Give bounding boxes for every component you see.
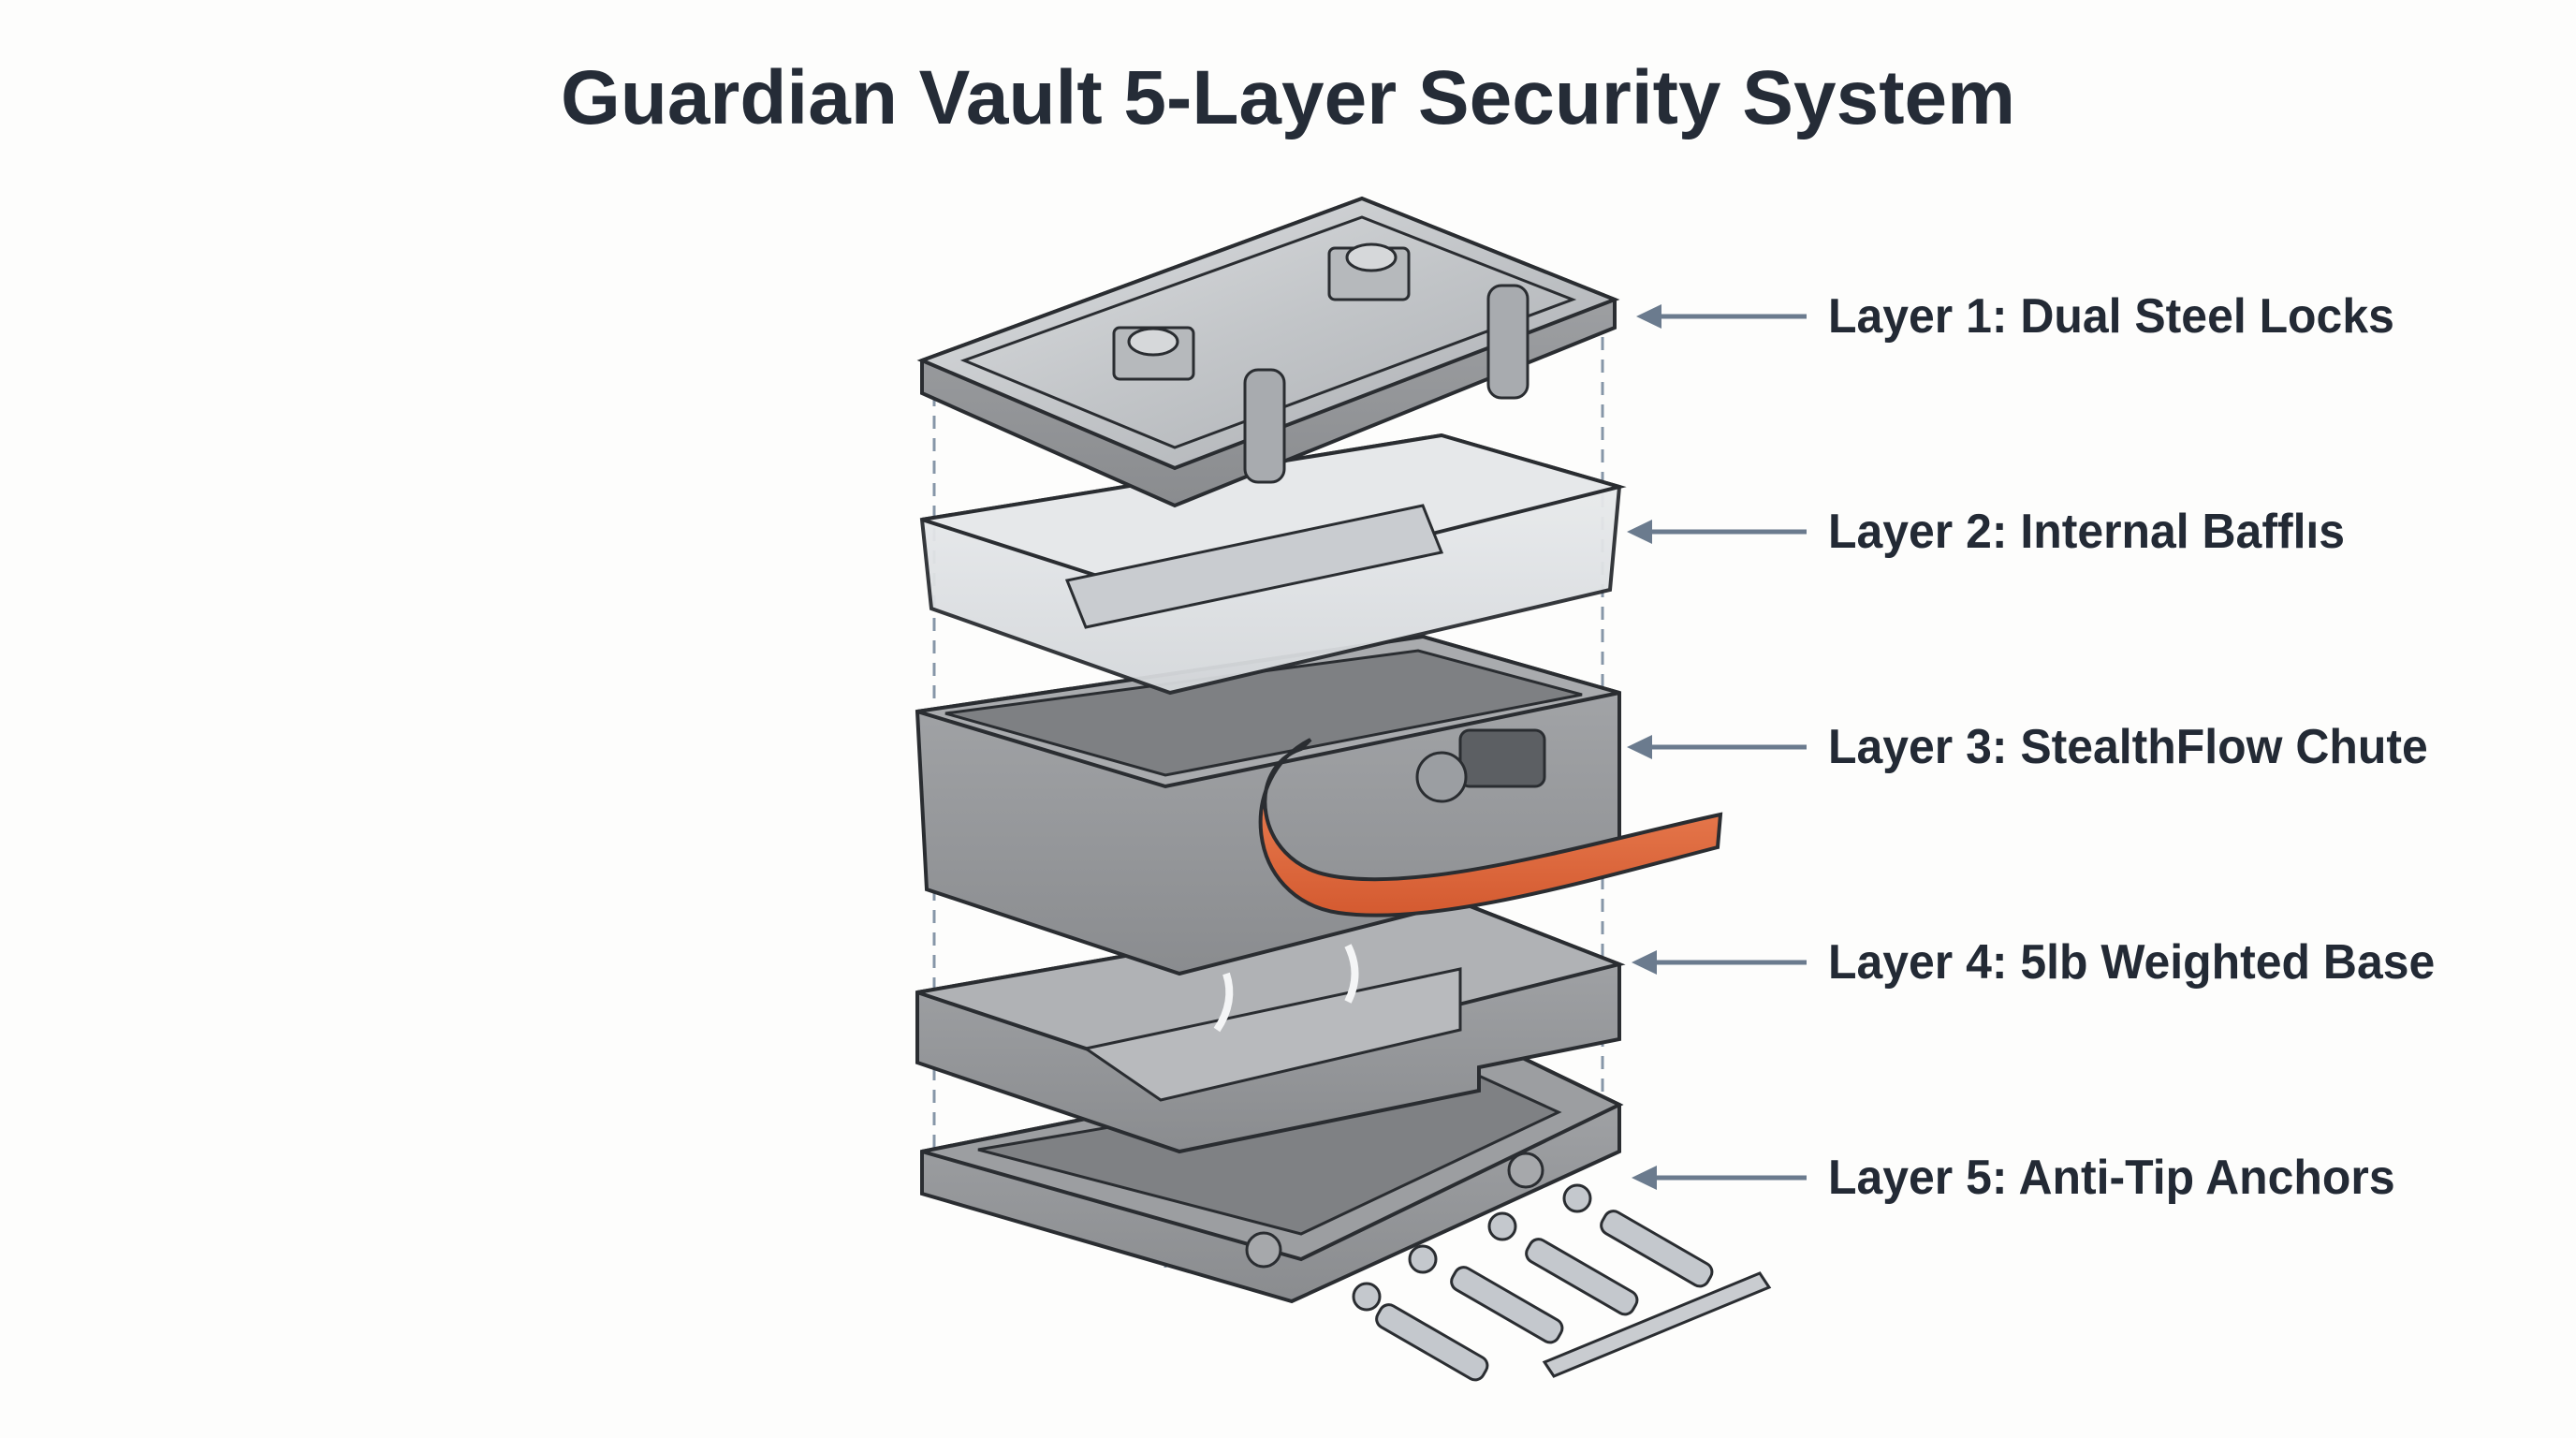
- lock-left: [1112, 326, 1286, 484]
- anchor-bolt: [1408, 1244, 1564, 1344]
- pointer-arrows: [1627, 304, 1807, 1190]
- layer-4-weighted-base: [915, 896, 1626, 1154]
- baffle: [1064, 504, 1444, 629]
- layer-2-baffle-tray: [919, 433, 1627, 696]
- layer-3-label: Layer 3: StealthFlow Chute: [1828, 720, 2428, 774]
- arrow-layer-4: [1632, 950, 1807, 975]
- layer-2-label: Layer 2: Internal Bafflıs: [1828, 505, 2346, 559]
- layer-1-label: Layer 1: Dual Steel Locks: [1828, 289, 2394, 344]
- arrow-layer-1: [1636, 304, 1807, 329]
- layer-1-lid: [916, 196, 1620, 508]
- lock-right: [1327, 242, 1530, 400]
- arrow-layer-3: [1627, 735, 1807, 759]
- anchor-bolt: [1487, 1211, 1639, 1316]
- motor: [1458, 728, 1546, 788]
- gear: [1415, 751, 1468, 803]
- anchor-bolt: [1562, 1183, 1714, 1288]
- anchor-bolts: [1352, 1183, 1772, 1382]
- arrow-layer-2: [1627, 520, 1807, 544]
- wrench: [1542, 1271, 1772, 1378]
- layer-4-label: Layer 4: 5lb Weighted Base: [1828, 935, 2436, 990]
- layer-5-label: Layer 5: Anti-Tip Anchors: [1828, 1151, 2395, 1205]
- diagram-title: Guardian Vault 5-Layer Security System: [560, 55, 2016, 140]
- stealthflow-chute: [1258, 738, 1723, 917]
- arrow-layer-5: [1632, 1166, 1807, 1190]
- anchor-bolt: [1352, 1282, 1489, 1382]
